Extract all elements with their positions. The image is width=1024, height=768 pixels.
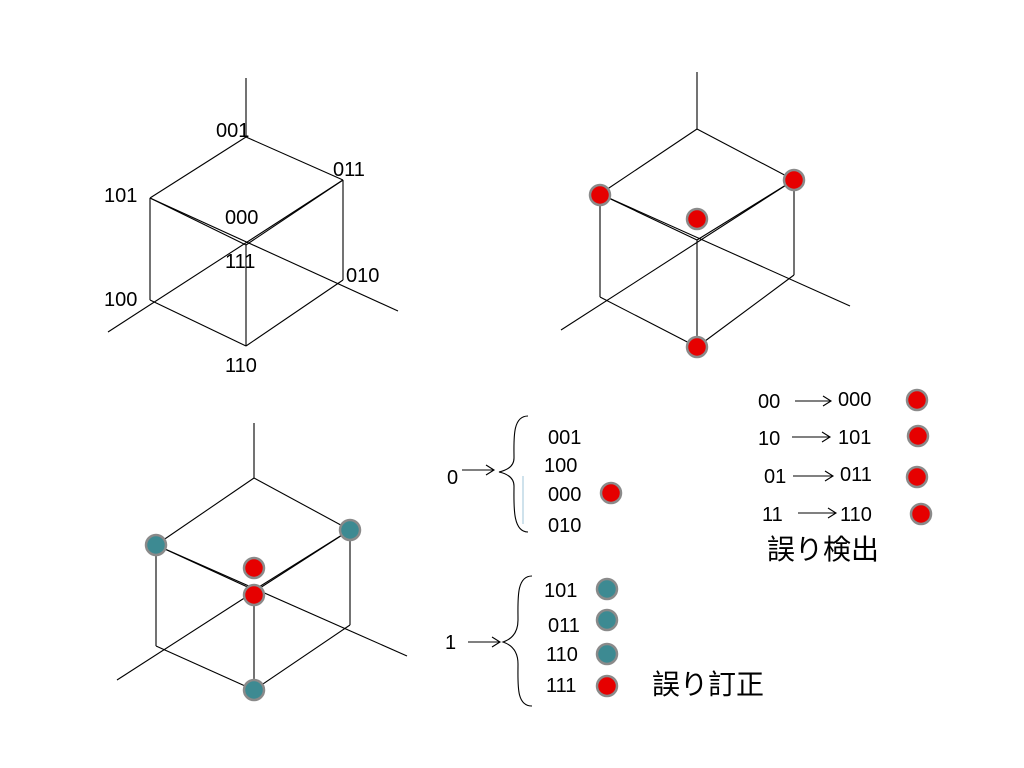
vertex-label-001: 001 <box>216 120 249 142</box>
cube1-edge <box>245 279 344 347</box>
one-region-dot <box>144 533 168 557</box>
one-code-110: 110 <box>546 644 578 666</box>
one-group-arrowhead <box>491 636 502 648</box>
one-region-dot <box>595 608 619 632</box>
detection-row: 01 011 <box>764 464 929 489</box>
detection-to: 000 <box>838 389 871 411</box>
one-codeword-dot <box>242 583 266 607</box>
codeword-dot <box>588 183 612 207</box>
one-region-dot <box>595 642 619 666</box>
zero-group-brace <box>498 415 529 533</box>
cube2-edge <box>599 128 698 195</box>
zero-group-arrowhead <box>485 464 496 476</box>
cube3-edge <box>155 477 255 546</box>
cube1-edge <box>149 136 247 199</box>
detection-from: 11 <box>762 504 783 526</box>
detection-arrowhead <box>821 431 832 443</box>
detection-to: 110 <box>840 504 872 526</box>
cube-detection <box>560 72 851 359</box>
codeword-dot <box>909 502 933 526</box>
one-group-input: 1 <box>445 632 456 654</box>
detection-to: 101 <box>838 427 871 449</box>
cube1-axis-diagonal <box>149 197 399 312</box>
zero-codeword-dot <box>599 481 623 505</box>
vertex-label-011: 011 <box>333 159 365 181</box>
one-region-dot <box>338 518 362 542</box>
correction-title: 誤り訂正 <box>652 668 764 701</box>
detection-from: 00 <box>758 391 780 413</box>
detection-arrowhead <box>827 507 838 519</box>
cube2-axis-diagonal <box>599 193 851 307</box>
cube-labeled: 001 011 101 000 111 010 100 110 <box>104 78 399 377</box>
zero-group: 0 001 100 000 010 <box>447 415 623 537</box>
detection-title: 誤り検出 <box>767 533 879 566</box>
detection-from: 01 <box>764 466 786 488</box>
cube2-edge <box>599 296 698 348</box>
cube3-axis-diagonal <box>155 544 408 657</box>
detection-list: 00 000 10 101 01 011 11 110 <box>758 388 933 526</box>
detection-arrowhead <box>824 470 835 482</box>
cube3-axis-diagonal <box>116 529 351 681</box>
cube2-edge <box>696 128 795 181</box>
one-code-011: 011 <box>548 615 580 637</box>
vertex-label-111: 111 <box>225 251 255 273</box>
zero-code-000: 000 <box>548 484 581 506</box>
cube2-axis-diagonal <box>560 179 795 331</box>
cube-correction <box>116 423 408 702</box>
cube3-edge <box>253 624 351 691</box>
detection-row: 11 110 <box>762 502 933 526</box>
codeword-dot <box>685 335 709 359</box>
cube3-edge <box>253 477 351 531</box>
vertex-label-010: 010 <box>346 265 379 287</box>
zero-group-input: 0 <box>447 467 458 489</box>
codeword-dot <box>782 168 806 192</box>
detection-arrowhead <box>822 395 833 407</box>
one-region-dot <box>242 678 266 702</box>
vertex-label-000: 000 <box>225 207 258 229</box>
cube2-edge <box>696 274 795 348</box>
zero-codeword-dot <box>242 556 266 580</box>
cube3-edge <box>155 645 255 691</box>
detection-from: 10 <box>758 428 780 450</box>
one-codeword-dot <box>595 674 619 698</box>
one-code-101: 101 <box>544 580 577 602</box>
codeword-dot <box>905 465 929 489</box>
vertex-label-100: 100 <box>104 289 137 311</box>
vertex-label-110: 110 <box>225 355 257 377</box>
zero-code-001: 001 <box>548 427 581 449</box>
one-region-dot <box>595 577 619 601</box>
cube1-edge <box>149 299 247 347</box>
cube1-edge <box>245 136 344 181</box>
one-group-brace <box>501 575 533 707</box>
vertex-label-101: 101 <box>104 185 137 207</box>
detection-row: 10 101 <box>758 424 930 450</box>
cube1-axis-diagonal <box>107 179 344 333</box>
zero-code-010: 010 <box>548 515 581 537</box>
codeword-dot <box>905 388 929 412</box>
codeword-dot <box>685 207 709 231</box>
codeword-dot <box>906 424 930 448</box>
zero-code-100: 100 <box>544 455 577 477</box>
detection-row: 00 000 <box>758 388 929 413</box>
one-group: 1 101 011 110 111 <box>445 575 619 707</box>
detection-to: 011 <box>840 464 872 486</box>
one-code-111: 111 <box>546 675 576 697</box>
